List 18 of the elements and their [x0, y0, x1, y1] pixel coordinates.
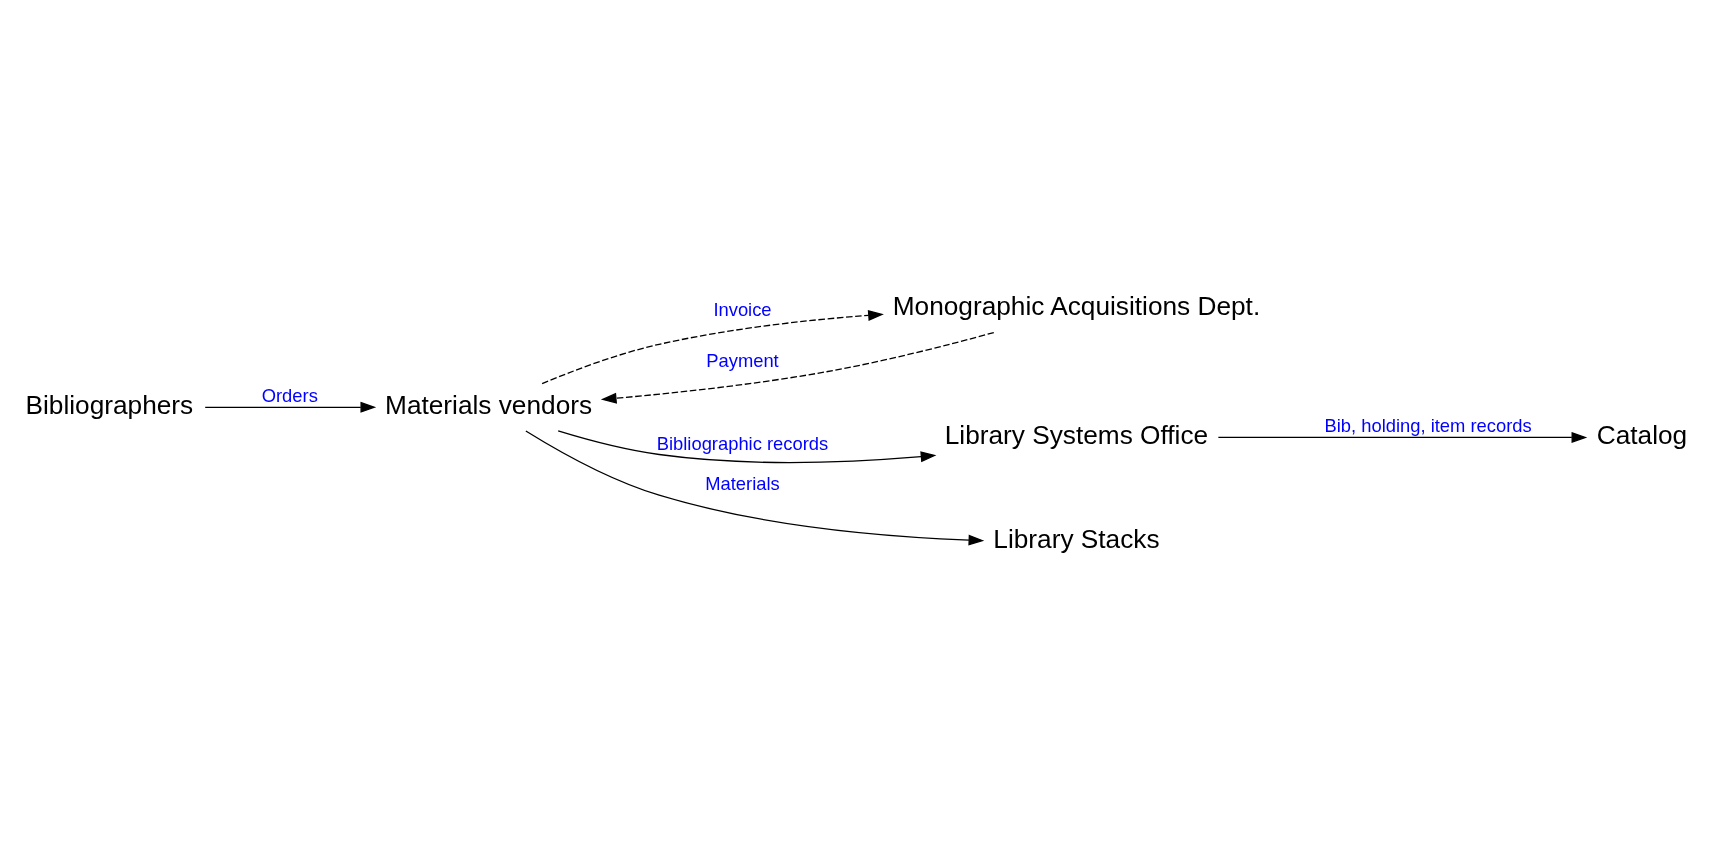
arrow — [204, 401, 377, 413]
edge-label: Orders — [261, 385, 318, 407]
node-text: Catalog — [1596, 420, 1688, 451]
node-text: Bibliographers — [25, 389, 194, 420]
node-text: Library Systems Office — [944, 420, 1209, 451]
edge-label: Bibliographic records — [656, 432, 829, 454]
edge-label: Materials — [705, 473, 780, 495]
arrow — [541, 309, 884, 385]
edge-label: Bib, holding, item records — [1324, 415, 1532, 437]
node-text: Monographic Acquisitions Dept. — [892, 291, 1261, 322]
arrow — [1217, 431, 1588, 443]
arrow — [525, 430, 985, 546]
arrow — [557, 430, 937, 464]
edge-label: Invoice — [713, 298, 772, 320]
edge-label: Payment — [706, 349, 779, 371]
node-text: Library Stacks — [993, 523, 1160, 554]
node-text: Materials vendors — [385, 389, 593, 420]
arrow — [600, 331, 995, 404]
